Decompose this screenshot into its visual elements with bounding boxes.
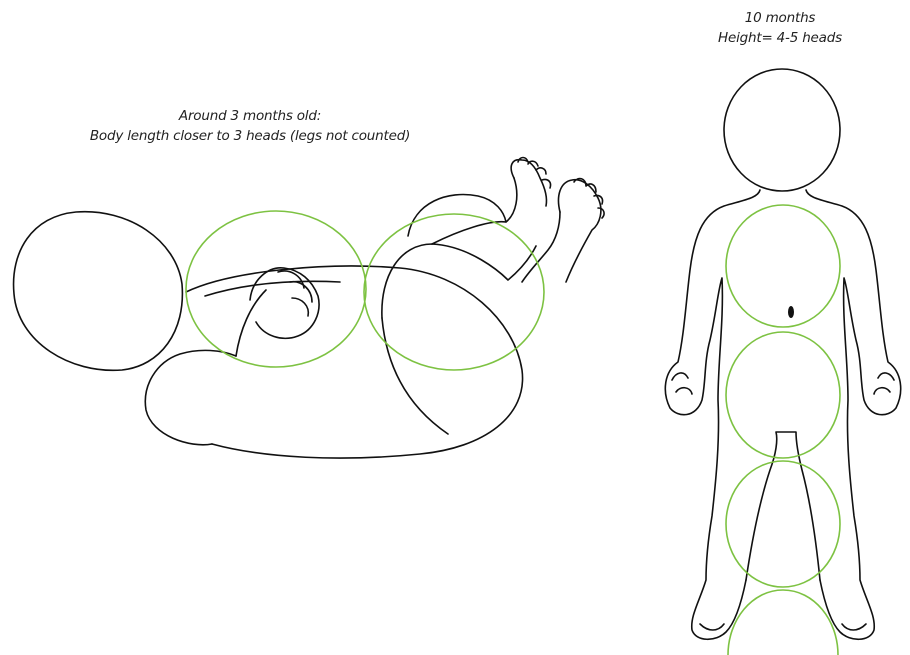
- toddler-left-foot: [700, 624, 724, 630]
- baby-fist: [250, 268, 319, 339]
- toddler-right-hand: [874, 373, 894, 394]
- baby-torso: [186, 266, 523, 458]
- baby-near-leg: [382, 244, 536, 318]
- baby-far-leg: [408, 195, 506, 236]
- baby-foot-1-toes: [518, 158, 551, 189]
- toddler-head: [724, 69, 840, 191]
- baby-finger-3: [292, 298, 308, 316]
- baby-foot-2-toes: [574, 179, 604, 218]
- head-guide-circle-6-partial: [728, 590, 838, 655]
- baby-head: [14, 212, 183, 371]
- toddler-left-hand: [672, 373, 692, 394]
- head-guide-circle-2: [364, 214, 544, 370]
- baby-finger-2: [290, 282, 312, 302]
- head-guide-circle-4: [726, 332, 840, 458]
- toddler-right-foot: [842, 624, 866, 630]
- baby-near-shin: [432, 178, 517, 244]
- toddler-inner-legs: [746, 432, 820, 580]
- baby-near-leg-back: [382, 318, 448, 434]
- baby-belly-line: [205, 281, 340, 296]
- head-guide-circle-1: [186, 211, 366, 367]
- standing-toddler-figure: [665, 69, 900, 639]
- head-guide-circle-5: [726, 461, 840, 587]
- lying-baby-figure: [14, 158, 605, 459]
- head-guide-circle-3: [726, 205, 840, 327]
- baby-lower-arm: [145, 350, 236, 444]
- toddler-belly-button: [788, 306, 794, 318]
- baby-arm: [236, 290, 266, 356]
